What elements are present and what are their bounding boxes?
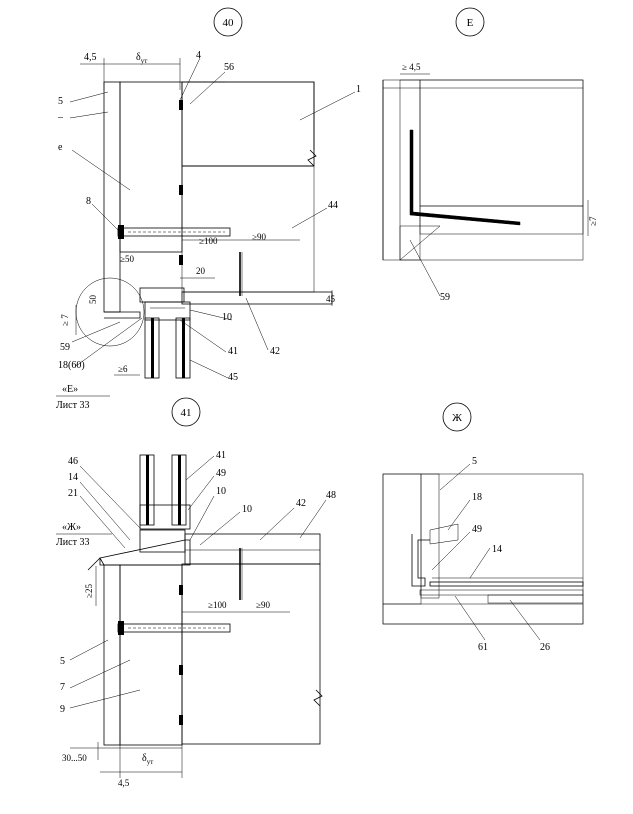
detail-E: Е ≥ 4,5 ≥7 59 — [382, 7, 598, 303]
dim-50: 50 — [88, 295, 98, 305]
callout-Zh-18: 18 — [472, 492, 482, 503]
detail-Zh: Ж 5 18 49 14 61 26 — [382, 402, 584, 653]
callout-40-41: 41 — [228, 346, 238, 357]
dim-ge90: ≥90 — [252, 232, 266, 242]
dim-ge6: ≥6 — [118, 364, 128, 374]
dim-41-ge100: ≥100 — [208, 600, 227, 610]
callout-41-9: 9 — [60, 704, 65, 715]
dim-4-5-top: 4,5 — [84, 52, 97, 63]
callout-41-48: 48 — [326, 490, 336, 501]
detail-41: 41 ≥25 ≥100 ≥90 — [56, 397, 336, 788]
callout-40-8: 8 — [86, 196, 91, 207]
ref-sheet-E: Лист 33 — [56, 400, 89, 411]
detail-Zh-letter: Ж — [452, 412, 462, 424]
callout-40-18-60: 18(60) — [58, 360, 85, 371]
callout-40-56: 56 — [224, 62, 234, 73]
dim-ge100: ≥100 — [199, 236, 218, 246]
ref-mark-Zh: «Ж» — [62, 522, 81, 533]
detail-40-number: 40 — [223, 17, 235, 29]
callout-41-10b: 10 — [242, 504, 252, 515]
dim-41-delta-ut: δут — [142, 753, 153, 766]
callout-41-41: 41 — [216, 450, 226, 461]
callout-40-e: е — [58, 142, 63, 153]
callout-40-4: 5 — [58, 96, 63, 107]
detail-40: 40 4,5 δут — [56, 7, 361, 411]
callout-E-59: 59 — [440, 292, 450, 303]
detail-E-letter: Е — [467, 17, 474, 29]
callout-Zh-49: 49 — [472, 524, 482, 535]
dim-20: 20 — [196, 266, 206, 276]
callout-40-42: 42 — [270, 346, 280, 357]
dim-ge50: ≥50 — [120, 254, 134, 264]
dim-41-30-50: 30...50 — [62, 753, 87, 763]
callout-40-10: 10 — [222, 312, 232, 323]
callout-41-7: 7 — [60, 682, 65, 693]
callout-41-21: 21 — [68, 488, 78, 499]
callout-41-46: 46 — [68, 456, 78, 467]
callout-40-4b: 4 — [196, 50, 201, 61]
dim-E-side: ≥7 — [588, 216, 598, 226]
ref-mark-E: «Е» — [62, 384, 78, 395]
callout-41-14: 14 — [68, 472, 78, 483]
callout-Zh-14: 14 — [492, 544, 502, 555]
callout-Zh-61: 61 — [478, 642, 488, 653]
callout-41-49: 49 — [216, 468, 226, 479]
dim-41-ge90: ≥90 — [256, 600, 270, 610]
ref-sheet-Zh: Лист 33 — [56, 537, 89, 548]
callout-40-45: 45 — [228, 372, 238, 383]
callout-Zh-26: 26 — [540, 642, 550, 653]
dim-ge7: ≥ 7 — [60, 314, 70, 326]
callout-41-10a: 10 — [216, 486, 226, 497]
detail-41-number: 41 — [181, 407, 192, 419]
dim-45: 45 — [326, 294, 336, 304]
callout-41-5: 5 — [60, 656, 65, 667]
dim-delta-ut-top: δут — [136, 52, 147, 65]
callout-40-dash: – — [57, 112, 64, 123]
callout-40-44: 44 — [328, 200, 338, 211]
dim-41-ge25: ≥25 — [84, 584, 94, 598]
callout-40-59: 59 — [60, 342, 70, 353]
callout-Zh-5: 5 — [472, 456, 477, 467]
callout-41-42: 42 — [296, 498, 306, 509]
callout-40-1: 1 — [356, 84, 361, 95]
dim-E-top: ≥ 4,5 — [402, 62, 421, 72]
dim-41-4-5: 4,5 — [118, 778, 130, 788]
